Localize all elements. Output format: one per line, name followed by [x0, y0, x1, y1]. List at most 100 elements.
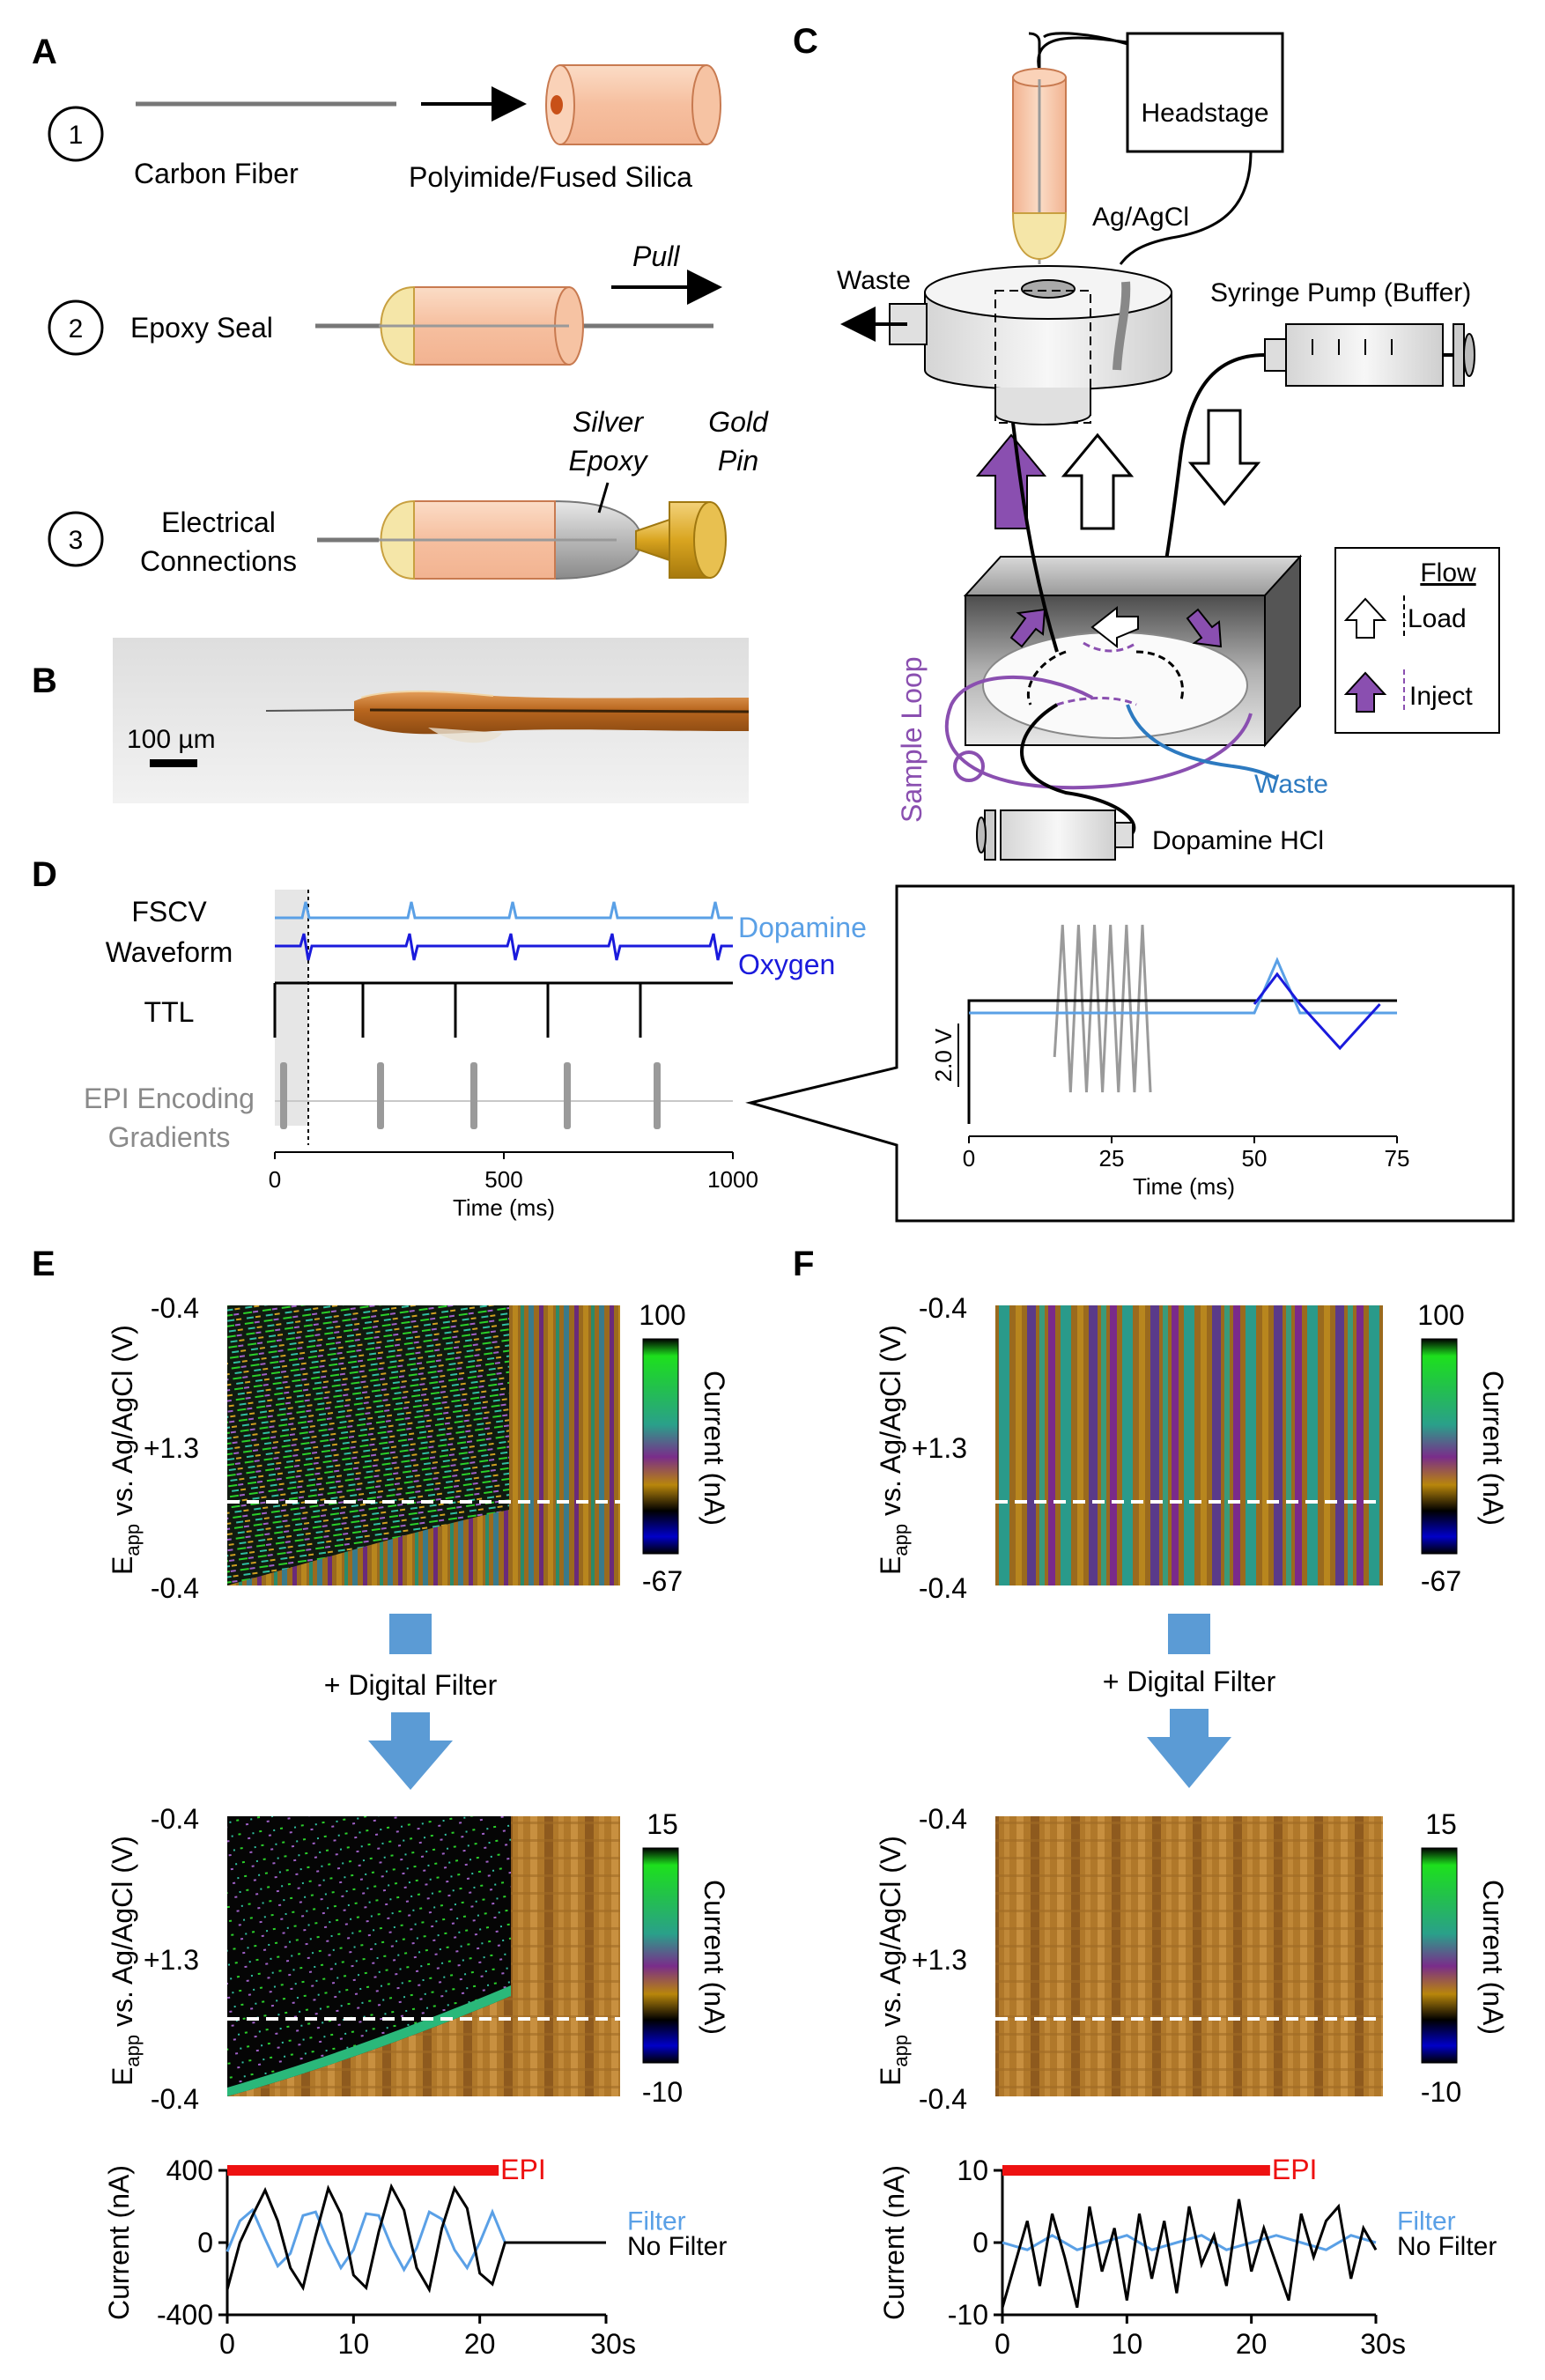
f-top-ytick-bottom: -0.4: [919, 1572, 967, 1604]
inset-x-label: Time (ms): [1133, 1173, 1235, 1200]
x-axis-label: s: [1392, 2328, 1406, 2360]
syringe-pump-label: Syringe Pump (Buffer): [1210, 278, 1471, 307]
legend-title: Flow: [1420, 558, 1476, 588]
highlight-window: [275, 890, 308, 1126]
d-x-label: Time (ms): [453, 1194, 555, 1221]
legend-no-filter: No Filter: [627, 2232, 727, 2261]
panel-e: E -0.4 +1.3 -0.4 Eapp vs. Ag/AgCl (V) 10…: [32, 1245, 730, 2360]
e-bottom-colorbar: [642, 1847, 679, 2064]
ttl-trace: [273, 981, 733, 1038]
panel-label-c: C: [793, 22, 818, 61]
e-bottom-ytick-mid: +1.3: [144, 1944, 199, 1976]
epi-label-line2: Gradients: [108, 1121, 231, 1153]
inset-x-tick-0: 0: [963, 1145, 975, 1172]
y-tick-label: 400: [166, 2155, 213, 2186]
e-filter-arrow-stem: [389, 1614, 432, 1654]
e-bottom-ylabel: Eapp vs. Ag/AgCl (V): [107, 1836, 144, 2086]
step-3-circle: [48, 511, 104, 567]
step-1-number: 1: [69, 121, 84, 150]
y-tick-label: -10: [948, 2299, 988, 2331]
f-bottom-ylabel: Eapp vs. Ag/AgCl (V): [875, 1836, 912, 2086]
fscv-label-line2: Waveform: [106, 936, 233, 968]
panel-d: D FSCV Waveform TTL EPI Encoding Gradien…: [32, 855, 1515, 1223]
sample-loop-coil: [953, 750, 985, 782]
f-filter-arrow-stem: [1168, 1614, 1210, 1654]
e-bottom-ytick-top: -0.4: [151, 1803, 199, 1835]
legend-load-icon: [1343, 597, 1387, 639]
headstage-box: [1126, 32, 1284, 153]
legend-filter: Filter: [1397, 2206, 1456, 2236]
x-tick-label: 20: [464, 2328, 496, 2360]
panel-label-d: D: [32, 855, 57, 894]
x-tick-label: 10: [338, 2328, 370, 2360]
panel-label-f: F: [793, 1245, 814, 1283]
waste-bottom-label: Waste: [1254, 770, 1328, 799]
f-top-ytick-top: -0.4: [919, 1292, 967, 1324]
oxygen-series-label: Oxygen: [738, 949, 835, 980]
polyimide-label: Polyimide/Fused Silica: [409, 161, 692, 193]
f-filter-label: + Digital Filter: [1103, 1666, 1276, 1697]
electrical-label-line1: Electrical: [161, 506, 276, 538]
f-filter-arrow-icon: [1147, 1709, 1231, 1788]
f-bottom-colorbar: [1421, 1847, 1458, 2064]
f-top-cbar-min: -67: [1421, 1565, 1461, 1597]
panel-label-a: A: [32, 33, 57, 71]
inset-x-tick-50: 50: [1242, 1145, 1268, 1172]
legend-filter: Filter: [627, 2206, 686, 2236]
inset-x-tick-75: 75: [1385, 1145, 1410, 1172]
fscv-label-line1: FSCV: [131, 896, 207, 928]
e-top-heatmap: [227, 1305, 620, 1585]
gold-pin-label-line2: Pin: [718, 445, 758, 477]
y-tick-label: 0: [972, 2227, 988, 2258]
inset-epi-gradient: [1053, 924, 1152, 1093]
ttl-label: TTL: [144, 996, 195, 1028]
micrograph-electrode: [265, 690, 750, 743]
inset-x-tick-25: 25: [1099, 1145, 1125, 1172]
e-filter-arrow-icon: [368, 1712, 453, 1790]
f-bottom-cbar-max: 15: [1425, 1808, 1457, 1840]
syringe-pump: [1264, 323, 1475, 387]
headstage-cable: [1043, 32, 1128, 46]
dopamine-label: Dopamine HCl: [1152, 826, 1324, 855]
flow-cell: [889, 265, 1172, 425]
f-bottom-ytick-bottom: -0.4: [919, 2083, 967, 2115]
f-top-cbar-max: 100: [1417, 1299, 1464, 1331]
polyimide-tube: [545, 64, 721, 145]
gold-pin-label-line1: Gold: [708, 406, 769, 438]
epi-label-line1: EPI Encoding: [84, 1083, 255, 1114]
waste-line: [1126, 704, 1278, 780]
panel-label-e: E: [32, 1245, 55, 1283]
e-filter-label: + Digital Filter: [324, 1669, 498, 1701]
e-bottom-cbar-min: -10: [642, 2076, 683, 2108]
series-line-filter: [225, 2207, 606, 2273]
silver-epoxy-label-line2: Epoxy: [569, 445, 649, 477]
inset-oxygen: [1253, 972, 1381, 1051]
silver-epoxy-label-line1: Silver: [573, 406, 644, 438]
inset-x-ticks: [968, 1136, 1398, 1143]
x-tick-label: 30: [590, 2328, 622, 2360]
f-top-colorbar: [1421, 1338, 1458, 1555]
y-axis-label: Current (nA): [878, 2165, 910, 2320]
epi-annotation: EPI: [500, 2154, 546, 2185]
x-tick-label: 10: [1112, 2328, 1143, 2360]
silver-epoxy-pointer: [597, 482, 610, 514]
e-bottom-ytick-bottom: -0.4: [151, 2083, 199, 2115]
epi-gradients: [275, 1062, 733, 1129]
vertical-electrode: [1011, 68, 1068, 264]
carbon-fiber-label: Carbon Fiber: [134, 158, 299, 189]
scale-bar: [150, 759, 197, 767]
dopamine-series-label: Dopamine: [738, 912, 867, 943]
series-line-filter: [1002, 2234, 1377, 2251]
step-2-number: 2: [69, 314, 84, 344]
y-axis-label: Current (nA): [103, 2165, 135, 2320]
scale-bar-label: 100 µm: [127, 725, 216, 754]
d-x-tick-1000: 1000: [707, 1166, 758, 1193]
x-tick-label: 0: [219, 2328, 235, 2360]
e-bottom-cbar-label: Current (nA): [699, 1880, 730, 2035]
inset-dopamine: [969, 957, 1397, 1015]
f-top-ylabel: Eapp vs. Ag/AgCl (V): [875, 1325, 912, 1575]
load-arrow-up-icon: [1061, 432, 1135, 530]
legend-load-label: Load: [1408, 604, 1467, 633]
